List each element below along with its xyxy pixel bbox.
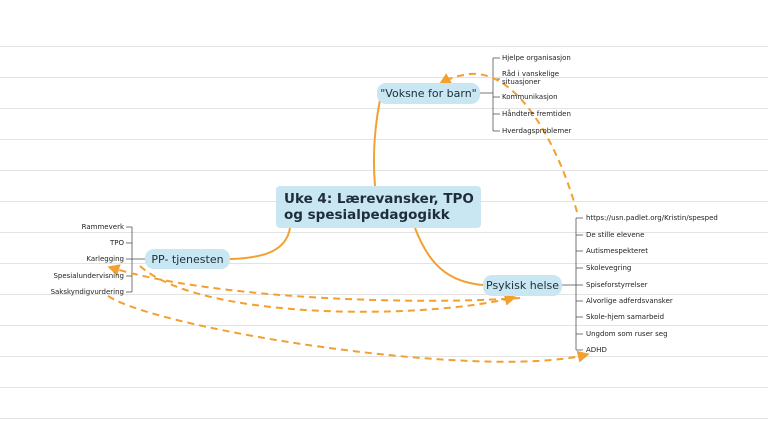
leaf-adhd[interactable]: ADHD (586, 346, 607, 354)
relation-psykisk-voksne (438, 72, 578, 213)
leaf-karlegging[interactable]: Karlegging (86, 255, 124, 263)
leaf-hjelpe-organisasjon[interactable]: Hjelpe organisasjon (502, 54, 571, 62)
central-topic[interactable]: Uke 4: Lærevansker, TPO og spesialpedago… (276, 186, 481, 228)
leaf-de-stille-elevene[interactable]: De stille elevene (586, 231, 645, 239)
relation-karlegging-psykisk (139, 265, 517, 313)
leaf-lines-voksne (480, 57, 500, 132)
branch-psykisk-helse[interactable]: Psykisk helse (483, 275, 562, 296)
connector-central-pp (229, 227, 291, 260)
leaf-skolevegring[interactable]: Skolevegring (586, 264, 632, 272)
leaf-padlet-link[interactable]: https://usn.padlet.org/Kristin/spesped (586, 214, 718, 222)
connector-central-voksne (372, 99, 381, 187)
leaf-hverdagsproblemer[interactable]: Hverdagsproblemer (502, 127, 572, 135)
leaf-spesialundervisning[interactable]: Spesialundervisning (53, 272, 124, 280)
leaf-kommunikasjon[interactable]: Kommunikasjon (502, 93, 558, 101)
relation-psykisk-spesialundervisning (107, 264, 521, 302)
leaf-rammeverk[interactable]: Rammeverk (81, 223, 124, 231)
leaf-sakskyndigvurdering[interactable]: Sakskyndigvurdering (50, 288, 124, 296)
leaf-ungdom-som-ruser-seg[interactable]: Ungdom som ruser seg (586, 330, 668, 338)
leaf-lines-psykisk (562, 217, 583, 351)
leaf-skole-hjem-samarbeid[interactable]: Skole-hjem samarbeid (586, 313, 665, 321)
leaf-rad-vanskelige-situasjoner[interactable]: Råd i vanskelige situasjoner (502, 70, 560, 86)
branch-pp-tjenesten[interactable]: PP- tjenesten (145, 249, 230, 269)
leaf-tpo[interactable]: TPO (109, 239, 124, 247)
leaf-autismespekteret[interactable]: Autismespekteret (586, 247, 648, 255)
leaf-spiseforstyrrelser[interactable]: Spiseforstyrrelser (586, 281, 648, 289)
leaf-handtere-fremtiden[interactable]: Håndtere fremtiden (502, 110, 571, 118)
connector-central-psykisk (414, 227, 484, 286)
leaf-alvorlige-adferdsvansker[interactable]: Alvorlige adferdsvansker (586, 297, 673, 305)
relation-sakskyndig-adhd (107, 295, 590, 363)
leaf-lines-pp (126, 226, 145, 293)
branch-voksne-for-barn[interactable]: "Voksne for barn" (377, 83, 480, 104)
